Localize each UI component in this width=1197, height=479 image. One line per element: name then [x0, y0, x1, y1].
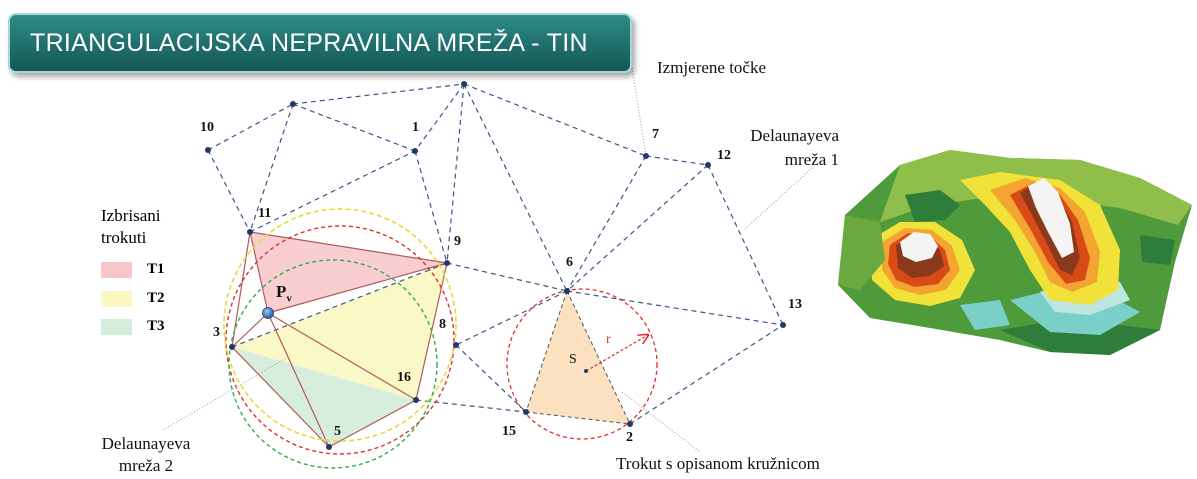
legend-item-t2: T2 [101, 290, 261, 307]
point-label-12: 12 [717, 148, 731, 163]
pv-label: Pv [276, 282, 292, 304]
delaunay-1-label: Delaunayeva mreža 1 [750, 126, 839, 169]
point-label-11: 11 [258, 206, 272, 221]
center-s-label: S [569, 352, 577, 367]
circumcircle-red [225, 225, 455, 455]
triangle-t3 [232, 347, 416, 447]
triangle-s [526, 291, 630, 424]
measured-points [205, 81, 786, 450]
measured-points-label: Izmjerene točke [657, 58, 767, 77]
point-label-16: 16 [397, 370, 411, 385]
pv-label-sub: v [286, 292, 292, 305]
pv-point [262, 307, 274, 319]
triangle-t2 [232, 263, 447, 400]
point-label-13: 13 [788, 297, 802, 312]
legend-swatch [101, 262, 132, 278]
point-label-3: 3 [213, 325, 220, 340]
triangle-circle-label: Trokut s opisanom kružnicom [616, 454, 820, 473]
triangle-s-edges [525, 290, 631, 425]
point-label-2: 2 [626, 430, 633, 445]
leader-lines [162, 67, 813, 453]
radius-label: r [606, 332, 611, 347]
point-label-15: 15 [502, 424, 516, 439]
legend-label: T3 [147, 318, 165, 334]
page-title: TRIANGULACIJSKA NEPRAVILNA MREŽA - TIN [30, 28, 588, 57]
circumcircle-s [506, 288, 658, 440]
legend-item-t1: T1 [101, 261, 261, 278]
point-label-1: 1 [412, 120, 419, 135]
title-banner: TRIANGULACIJSKA NEPRAVILNA MREŽA - TIN [8, 13, 632, 73]
point-label-9: 9 [454, 234, 461, 249]
legend-item-t3: T3 [101, 318, 261, 335]
tin-edges [207, 83, 784, 425]
circumcircle-yellow [223, 208, 457, 442]
radius-arrow [585, 335, 648, 372]
point-label-10: 10 [200, 120, 214, 135]
legend-label: T2 [147, 290, 165, 306]
triangle-t1 [250, 232, 447, 313]
terrain-3d-image [838, 150, 1192, 355]
legend-title: Izbrisani trokuti [101, 206, 161, 247]
pv-label-main: P [276, 282, 287, 301]
legend-swatch [101, 291, 132, 307]
point-label-6: 6 [566, 255, 573, 270]
point-label-7: 7 [652, 127, 659, 142]
circumcircle-green [228, 259, 438, 469]
legend-swatch [101, 319, 132, 335]
point-label-5: 5 [334, 424, 341, 439]
delaunay-2-label: Delaunayeva mreža 2 [101, 434, 191, 475]
point-label-8: 8 [439, 317, 446, 332]
legend-label: T1 [147, 261, 165, 277]
